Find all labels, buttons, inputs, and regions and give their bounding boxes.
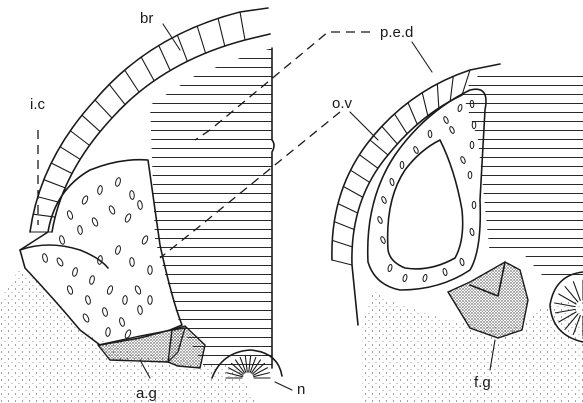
vesicle-cell	[468, 171, 472, 178]
label-ped: p.e.d	[380, 24, 413, 41]
vesicle-cell	[428, 130, 432, 137]
vesicle-cell	[472, 201, 476, 208]
vesicle-cell	[119, 317, 126, 327]
vesicle-cell	[377, 216, 383, 224]
ped-leader-right	[412, 42, 432, 72]
epithelial-cell-wall	[332, 260, 352, 265]
vesicle-cell	[400, 161, 404, 168]
brain-cell-wall	[70, 131, 89, 146]
vesicle-cell	[443, 116, 449, 124]
vesicle-cell	[459, 258, 464, 266]
label-ic: i.c	[30, 96, 46, 113]
label-br: br	[140, 10, 153, 27]
brain-cell-wall	[38, 197, 60, 203]
vesicle-cell	[72, 267, 79, 277]
vesicle-cell	[380, 236, 386, 244]
vesicle-cell	[81, 195, 89, 205]
label-ag: a.g	[136, 385, 157, 402]
vesicle-cell	[77, 225, 83, 234]
br-leader	[163, 24, 180, 50]
epithelial-cell-wall	[359, 155, 378, 169]
label-fg: f.g	[474, 374, 491, 391]
right-vesicles	[377, 100, 476, 282]
vesicle-cell	[91, 217, 99, 227]
vesicle-cell	[89, 275, 95, 285]
brain-cell-wall	[159, 46, 171, 71]
vesicle-cell	[141, 235, 149, 245]
vesicle-cell	[389, 178, 394, 186]
vesicle-cell	[442, 268, 447, 276]
vesicle-cell	[108, 205, 116, 215]
olfactory-vesicle-lumen	[388, 140, 463, 269]
epithelial-cell-wall	[370, 140, 388, 155]
vesicle-cell	[122, 295, 127, 304]
brain-cell-wall	[125, 70, 139, 92]
vesicle-cell	[56, 257, 64, 267]
epithelial-cell-wall	[437, 84, 438, 108]
brain-cell-wall	[95, 100, 112, 118]
brain-cell-wall	[82, 115, 100, 131]
left-hatch-border	[272, 48, 274, 368]
right-hatched-region	[460, 60, 583, 290]
vesicle-cell	[457, 104, 462, 112]
vesicle-cell	[402, 274, 407, 282]
epithelial-cell-wall	[450, 76, 453, 101]
label-n: n	[297, 381, 305, 398]
epithelial-cell-wall	[338, 204, 358, 213]
vesicle-cell	[106, 285, 113, 295]
vesicle-cell	[422, 274, 427, 282]
brain-cell-wall	[44, 180, 65, 188]
brain-cell-wall	[240, 12, 245, 40]
vesicle-cell	[115, 245, 122, 255]
epithelial-cell-wall	[382, 126, 398, 144]
vesicle-cell	[129, 190, 134, 199]
epithelial-cell-wall	[332, 240, 352, 246]
vesicle-cell	[137, 305, 143, 314]
label-ov: o.v	[332, 95, 353, 112]
vesicle-cell	[148, 296, 152, 305]
vesicle-cell	[59, 235, 66, 245]
right-section	[332, 60, 583, 403]
epithelial-cell-wall	[394, 114, 407, 134]
brain-cell-wall	[141, 57, 154, 81]
vesicle-cell	[134, 285, 142, 295]
vesicle-cell	[124, 213, 132, 223]
vesicle-cell	[413, 146, 419, 154]
vesicle-cell	[460, 156, 466, 164]
vesicle-cell	[105, 327, 110, 336]
vesicle-cell	[449, 126, 455, 134]
vesicle-cell	[387, 264, 392, 272]
brain-cell-wall	[51, 163, 72, 174]
vesicle-cell	[85, 295, 91, 305]
left-hatched-region	[140, 40, 280, 375]
brain-cell-wall	[60, 147, 80, 160]
vesicle-cell	[82, 313, 90, 323]
vesicle-cell	[148, 266, 152, 275]
vesicle-cell	[42, 253, 49, 263]
ov-leader-right	[350, 112, 378, 140]
olfactory-vesicle-outer	[368, 89, 486, 290]
vesicle-cell	[102, 307, 109, 317]
vesicle-cell	[137, 200, 143, 209]
epithelial-cell-wall	[334, 222, 354, 230]
vesicle-cell	[129, 257, 134, 266]
epithelial-cell-wall	[351, 170, 370, 182]
vesicle-cell	[381, 196, 387, 204]
vesicle-cell	[66, 285, 73, 295]
vesicle-cell	[115, 177, 122, 187]
epithelial-cell-wall	[408, 103, 417, 125]
vesicle-cell	[97, 185, 103, 194]
brain-cell-wall	[197, 26, 205, 53]
n-leader	[275, 382, 292, 390]
vesicle-cell	[470, 141, 474, 148]
left-section	[0, 8, 282, 403]
epithelial-cell-wall	[422, 93, 428, 116]
vesicle-cell	[66, 210, 73, 220]
vesicle-cell	[469, 228, 474, 236]
epithelial-cell-wall	[343, 187, 362, 198]
brain-cell-wall	[218, 18, 225, 46]
brain-cell-wall	[109, 84, 125, 104]
